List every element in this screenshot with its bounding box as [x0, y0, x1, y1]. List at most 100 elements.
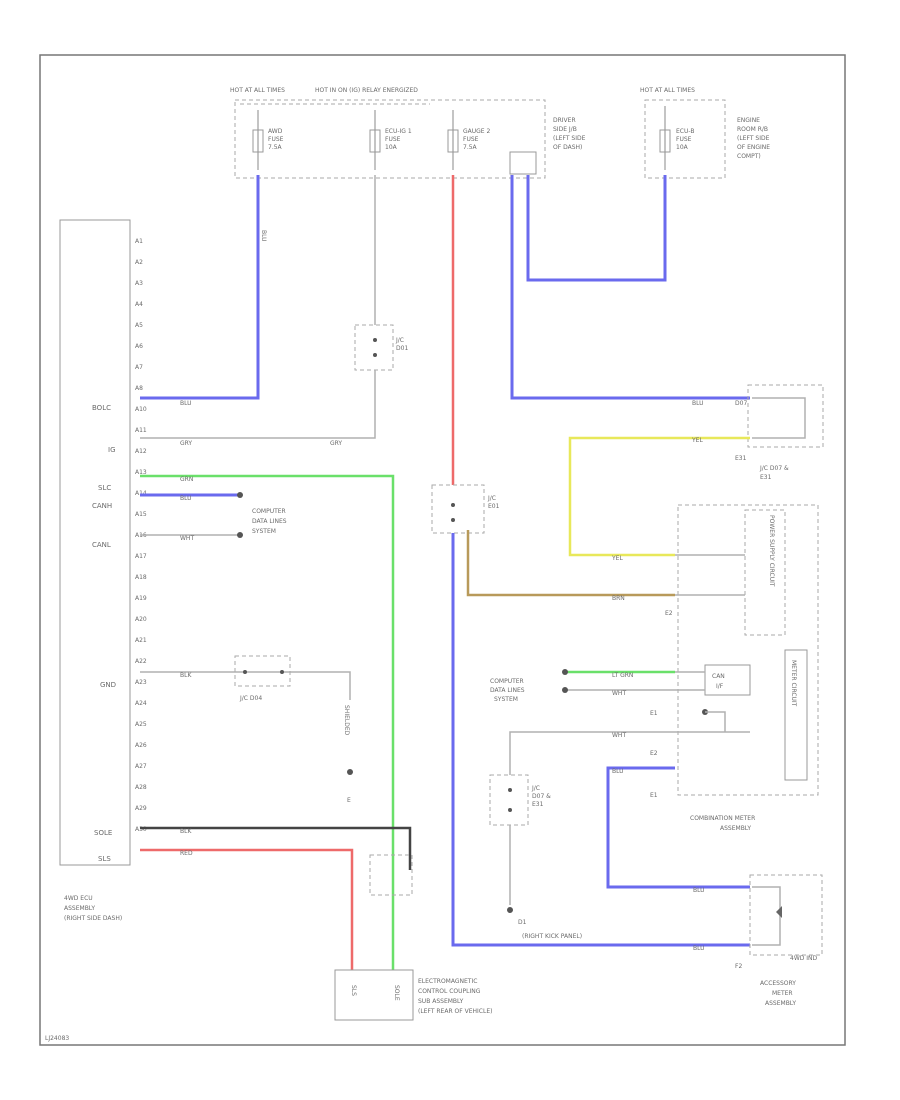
electromagnetic-label: ELECTROMAGNETIC: [418, 978, 477, 985]
svg-text:COMPT): COMPT): [737, 153, 761, 160]
svg-text:(RIGHT SIDE DASH): (RIGHT SIDE DASH): [64, 915, 122, 922]
computer-data-lines-right: COMPUTER: [490, 678, 524, 685]
footer-code: LJ24083: [45, 1035, 69, 1042]
wire-e01-tan: [466, 530, 675, 597]
ecu-pin: A5: [135, 322, 143, 329]
label-e2-upper: E2: [665, 610, 673, 617]
accessory-meter-box: [749, 874, 823, 956]
ecu-pin: A24: [135, 700, 147, 707]
svg-text:D07 &: D07 &: [532, 793, 551, 800]
gauge2-fuse-label: GAUGE 2: [463, 128, 490, 135]
svg-text:WHT: WHT: [180, 535, 194, 542]
svg-text:ASSEMBLY: ASSEMBLY: [765, 1000, 796, 1007]
ecu-pin: A23: [135, 679, 147, 686]
svg-text:OF ENGINE: OF ENGINE: [737, 144, 770, 151]
engine-rb-label: ENGINE: [737, 117, 760, 124]
wire-label-ltgrn: LT GRN: [612, 672, 633, 679]
ecu-label-sole: SOLE: [94, 829, 112, 837]
svg-text:FUSE: FUSE: [385, 136, 401, 143]
label-d1: D1: [518, 919, 527, 926]
svg-text:I/F: I/F: [716, 683, 724, 690]
wire-sole-blk: [140, 826, 412, 870]
svg-text:(LEFT SIDE: (LEFT SIDE: [737, 135, 770, 142]
gauge2-fuse: GAUGE 2 FUSE 7.5A: [447, 110, 490, 170]
ecu-pin: A7: [135, 364, 143, 371]
svg-text:DATA LINES: DATA LINES: [490, 687, 525, 694]
hot-in-on-relay-label: HOT IN ON (IG) RELAY ENERGIZED: [315, 87, 418, 94]
ecu-pin: A2: [135, 259, 143, 266]
ecu-pin: A10: [135, 406, 147, 413]
ecu-pin: A28: [135, 784, 147, 791]
label-e31: E31: [735, 455, 747, 462]
wire-label-blu-d07: BLU: [692, 400, 704, 407]
wire-gnd: [140, 671, 351, 700]
awd-fuse-label: AWD: [268, 128, 283, 135]
svg-text:7.5A: 7.5A: [268, 144, 283, 151]
meter-circuit-label: METER CIRCUIT: [790, 660, 797, 707]
wire-slc-grn: [140, 474, 395, 970]
svg-text:FUSE: FUSE: [676, 136, 692, 143]
svg-text:FUSE: FUSE: [463, 136, 479, 143]
ecu-label-canh: CANH: [92, 502, 112, 510]
wire-e01-blu-down: [451, 533, 750, 947]
jc-d07-link: [752, 397, 806, 439]
coupling-box: [334, 969, 414, 1021]
svg-text:SYSTEM: SYSTEM: [494, 696, 518, 703]
ecu-pin: A21: [135, 637, 147, 644]
wire-yel: [568, 436, 750, 557]
ecu-pin: A17: [135, 553, 147, 560]
svg-text:7.5A: 7.5A: [463, 144, 478, 151]
engine-rb-box: [644, 99, 726, 179]
svg-text:E31: E31: [760, 474, 772, 481]
ecu-pin: A30: [135, 826, 147, 833]
ecu-label-sls: SLS: [98, 855, 111, 863]
svg-text:WHT: WHT: [612, 690, 626, 697]
ecu-caption: 4WD ECU: [64, 895, 93, 902]
ecu-pin: A1: [135, 238, 143, 245]
driver-jb-box: [234, 99, 546, 179]
driver-jb-connector: [509, 151, 537, 175]
svg-text:E01: E01: [488, 503, 500, 510]
ecu-label-slc: SLC: [98, 484, 111, 492]
ecu-pin: A18: [135, 574, 147, 581]
svg-text:E1: E1: [650, 792, 658, 799]
svg-text:CONTROL COUPLING: CONTROL COUPLING: [418, 988, 481, 995]
wire-label-red: RED: [180, 850, 193, 857]
svg-text:ASSEMBLY: ASSEMBLY: [720, 825, 751, 832]
svg-text:BLU: BLU: [693, 887, 705, 894]
svg-text:10A: 10A: [385, 144, 398, 151]
wire-label-grn: GRN: [180, 476, 193, 483]
accessory-meter-label: ACCESSORY: [760, 980, 796, 987]
ecu-pin: A27: [135, 763, 147, 770]
ecu-b-fuse: ECU-B FUSE 10A: [659, 106, 694, 170]
diagram-frame: [39, 54, 846, 1046]
combination-meter-box: [677, 504, 819, 796]
can-if-box: [704, 664, 751, 696]
svg-text:OF DASH): OF DASH): [553, 144, 582, 151]
accessory-link: [752, 886, 781, 946]
svg-text:J/C D07 &: J/C D07 &: [759, 465, 789, 472]
svg-text:YEL: YEL: [611, 555, 623, 562]
hot-at-all-times-left-label: HOT AT ALL TIMES: [230, 87, 285, 94]
ecu-b-fuse-label: ECU-B: [676, 128, 694, 135]
ecu-pin: A12: [135, 448, 147, 455]
ecu-pin: A15: [135, 511, 147, 518]
ecu-pin: A22: [135, 658, 147, 665]
svg-text:SYSTEM: SYSTEM: [252, 528, 276, 535]
coupling-pin-sls: SLS: [350, 985, 357, 996]
label-d07: D07: [735, 400, 747, 407]
label-jc-d04: J/C D04: [239, 695, 262, 702]
wire-jb-blu: [510, 175, 750, 400]
label-f2: F2: [735, 963, 742, 970]
wire-ecub-blu: [526, 175, 667, 282]
svg-text:BLU: BLU: [612, 768, 624, 775]
jc-d07-e31: [747, 384, 824, 448]
ecu-label-bolc: BOLC: [92, 404, 111, 412]
jc-d07-e31-lower: [489, 774, 529, 826]
jc-d04: [234, 655, 291, 687]
jc-e01: [431, 484, 485, 534]
svg-text:BLU: BLU: [693, 945, 705, 952]
ecu-pin: A4: [135, 301, 143, 308]
svg-text:J/C: J/C: [395, 337, 404, 344]
svg-text:BLK: BLK: [180, 828, 192, 835]
